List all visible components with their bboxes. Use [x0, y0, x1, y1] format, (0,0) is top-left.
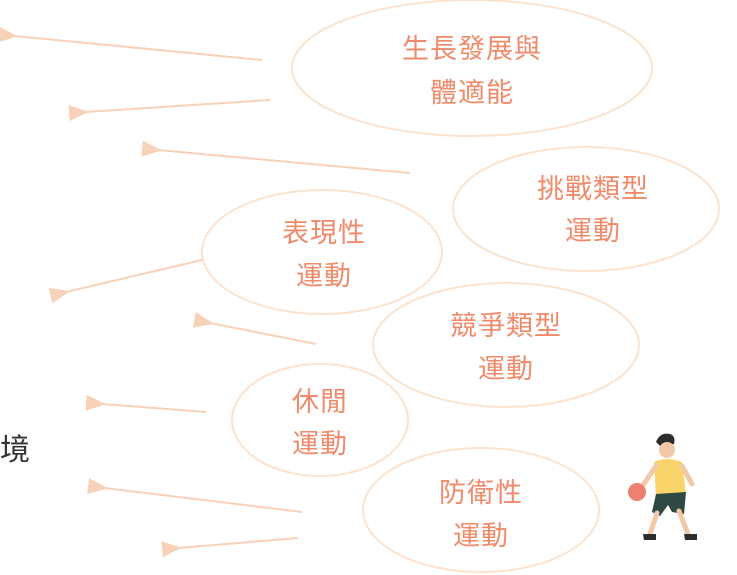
arrow	[87, 478, 303, 513]
bubble-line: 運動	[292, 429, 348, 460]
bubble: 表現性 運動	[201, 189, 443, 315]
arrow	[0, 26, 263, 61]
bubble: 休閒 運動	[231, 363, 409, 477]
arrow	[161, 537, 299, 558]
bubble: 挑戰類型 運動	[452, 146, 720, 272]
arrow	[85, 394, 207, 413]
edge-text: 境	[0, 433, 30, 468]
basketball-player-icon	[628, 433, 697, 540]
arrow	[192, 312, 317, 345]
arrow	[48, 259, 203, 304]
bubble-line: 競爭類型	[450, 311, 562, 342]
bubble-line: 運動	[565, 216, 621, 247]
arrow	[141, 140, 411, 174]
arrows	[0, 26, 411, 558]
bubble-line: 表現性	[282, 218, 366, 249]
bubble-line: 挑戰類型	[537, 174, 649, 205]
bubble: 競爭類型 運動	[372, 282, 640, 408]
bubble-line: 生長發展與	[402, 34, 542, 65]
bubble: 生長發展與 體適能	[291, 0, 653, 137]
bubble-line: 運動	[296, 261, 352, 292]
bubble-line: 防衛性	[439, 478, 523, 509]
bubble-line: 休閒	[292, 387, 348, 418]
bubble: 防衛性 運動	[362, 447, 600, 573]
bubble-line: 運動	[453, 521, 509, 552]
bubble-line: 運動	[478, 354, 534, 385]
bubble-line: 體適能	[430, 78, 514, 109]
arrow	[68, 99, 271, 122]
